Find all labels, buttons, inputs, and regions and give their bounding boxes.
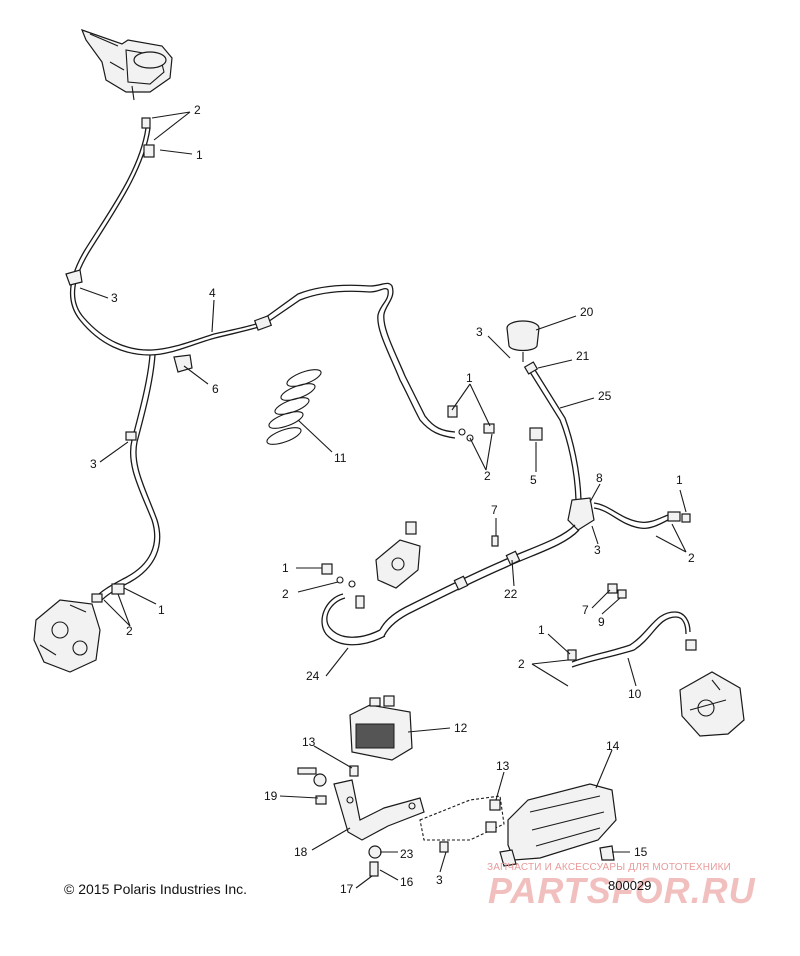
proportioning-valve [375,521,421,589]
callout-1: 1 [196,148,203,162]
bolt-1-center [321,563,365,609]
rear-brake-line-10 [567,611,697,668]
callout-19: 19 [264,789,278,803]
callout-2: 2 [688,551,695,565]
callout-1: 1 [676,473,683,487]
callout-1: 1 [538,623,545,637]
callout-6: 6 [212,382,219,396]
figure-id: 800029 [608,878,652,893]
callout-7: 7 [582,603,589,617]
callout-18: 18 [294,845,308,859]
front-brake-line-left [69,127,263,356]
callout-22: 22 [504,587,518,601]
callout-2: 2 [484,469,491,483]
callout-1: 1 [466,371,473,385]
callout-11: 11 [334,451,347,465]
callout-3: 3 [476,325,483,339]
front-left-caliper [33,583,125,673]
brake-hose-24 [321,593,386,646]
callout-labels: 2 1 3 4 6 11 3 1 2 3 20 21 25 1 2 5 8 1 … [90,103,695,896]
abs-module-12 [349,695,413,761]
leader-lines [79,111,687,889]
o-rings-11 [266,369,322,445]
bolt-7-9 [491,535,627,599]
callout-24: 24 [306,669,320,683]
callout-20: 20 [580,305,594,319]
callout-2: 2 [518,657,525,671]
watermark-brand: PARTSFOR.RU [488,870,756,911]
callout-2: 2 [194,103,201,117]
rear-caliper [679,671,745,737]
callout-14: 14 [606,739,620,753]
callout-25: 25 [598,389,612,403]
banjo-bolt-top [141,117,155,158]
callout-3: 3 [594,543,601,557]
callout-8: 8 [596,471,603,485]
callout-13: 13 [302,735,316,749]
callout-15: 15 [634,845,648,859]
callout-16: 16 [400,875,414,889]
fittings-mid [447,405,543,442]
callout-3: 3 [111,291,118,305]
callout-2: 2 [126,624,133,638]
callout-23: 23 [400,847,414,861]
callout-21: 21 [576,349,590,363]
callout-10: 10 [628,687,642,701]
callout-5: 5 [530,473,537,487]
callout-12: 12 [454,721,468,735]
callout-13: 13 [496,759,510,773]
brake-line-22 [379,524,580,637]
callout-9: 9 [598,615,605,629]
clip-3-upper [65,269,83,286]
heat-shield-14 [499,783,617,867]
callout-7: 7 [491,503,498,517]
clip-6 [173,354,193,373]
front-brake-line-left-lower [94,354,161,603]
brake-line-front-right [593,502,691,530]
handlebar-master-cylinder [80,28,173,101]
callout-4: 4 [209,286,216,300]
callout-1: 1 [158,603,165,617]
watermark-tagline: ЗАПЧАСТИ И АКСЕССУАРЫ ДЛЯ МОТОТЕХНИКИ [487,862,732,873]
callout-3: 3 [436,873,443,887]
reservoir-hose-25 [523,361,584,521]
reservoir-20 [506,320,540,362]
master-cylinder-8 [567,497,595,531]
mount-bracket-dashed [419,795,505,853]
callout-3: 3 [90,457,97,471]
copyright-notice: © 2015 Polaris Industries Inc. [64,881,248,897]
callout-2: 2 [282,587,289,601]
callout-17: 17 [340,882,354,896]
brake-line-4 [253,282,456,439]
mount-bracket-18 [297,765,425,877]
callout-1: 1 [282,561,289,575]
